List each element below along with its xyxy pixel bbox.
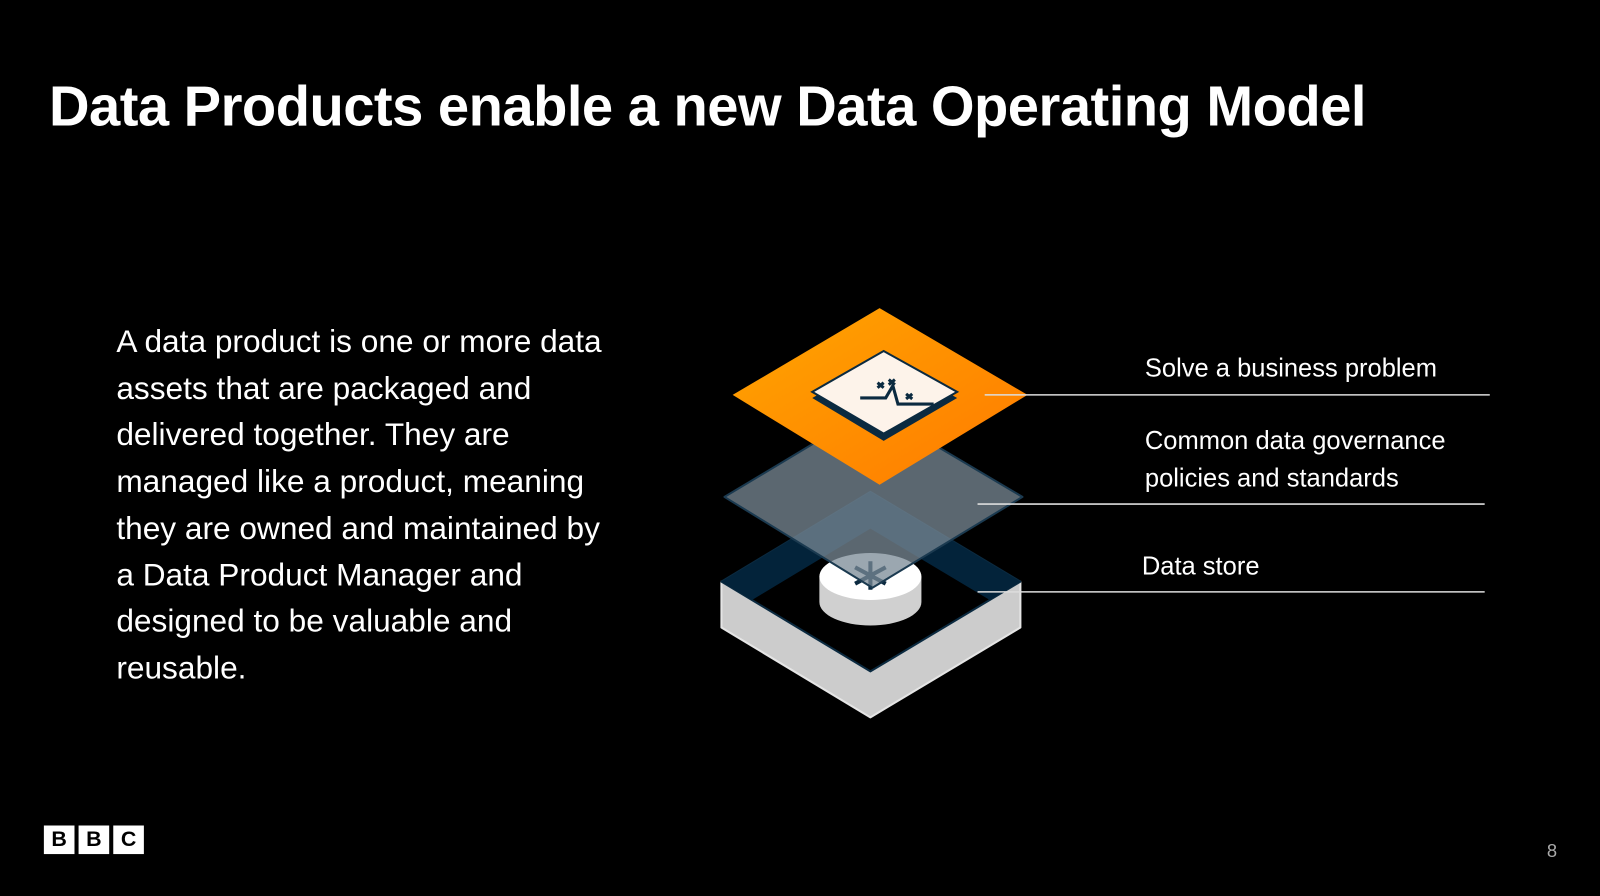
slide-title: Data Products enable a new Data Operatin… (48, 74, 1367, 138)
chart-trend-icon (860, 378, 934, 406)
slide-body-text: A data product is one or more data asset… (116, 323, 602, 686)
layer-label-business-problem: Solve a business problem (1144, 354, 1438, 383)
layer-label-data-store: Data store (1141, 552, 1260, 581)
layer-label-governance: Common data governance policies and stan… (1144, 426, 1446, 493)
business-problem-layer (732, 308, 1028, 485)
page-number: 8 (1546, 840, 1558, 862)
